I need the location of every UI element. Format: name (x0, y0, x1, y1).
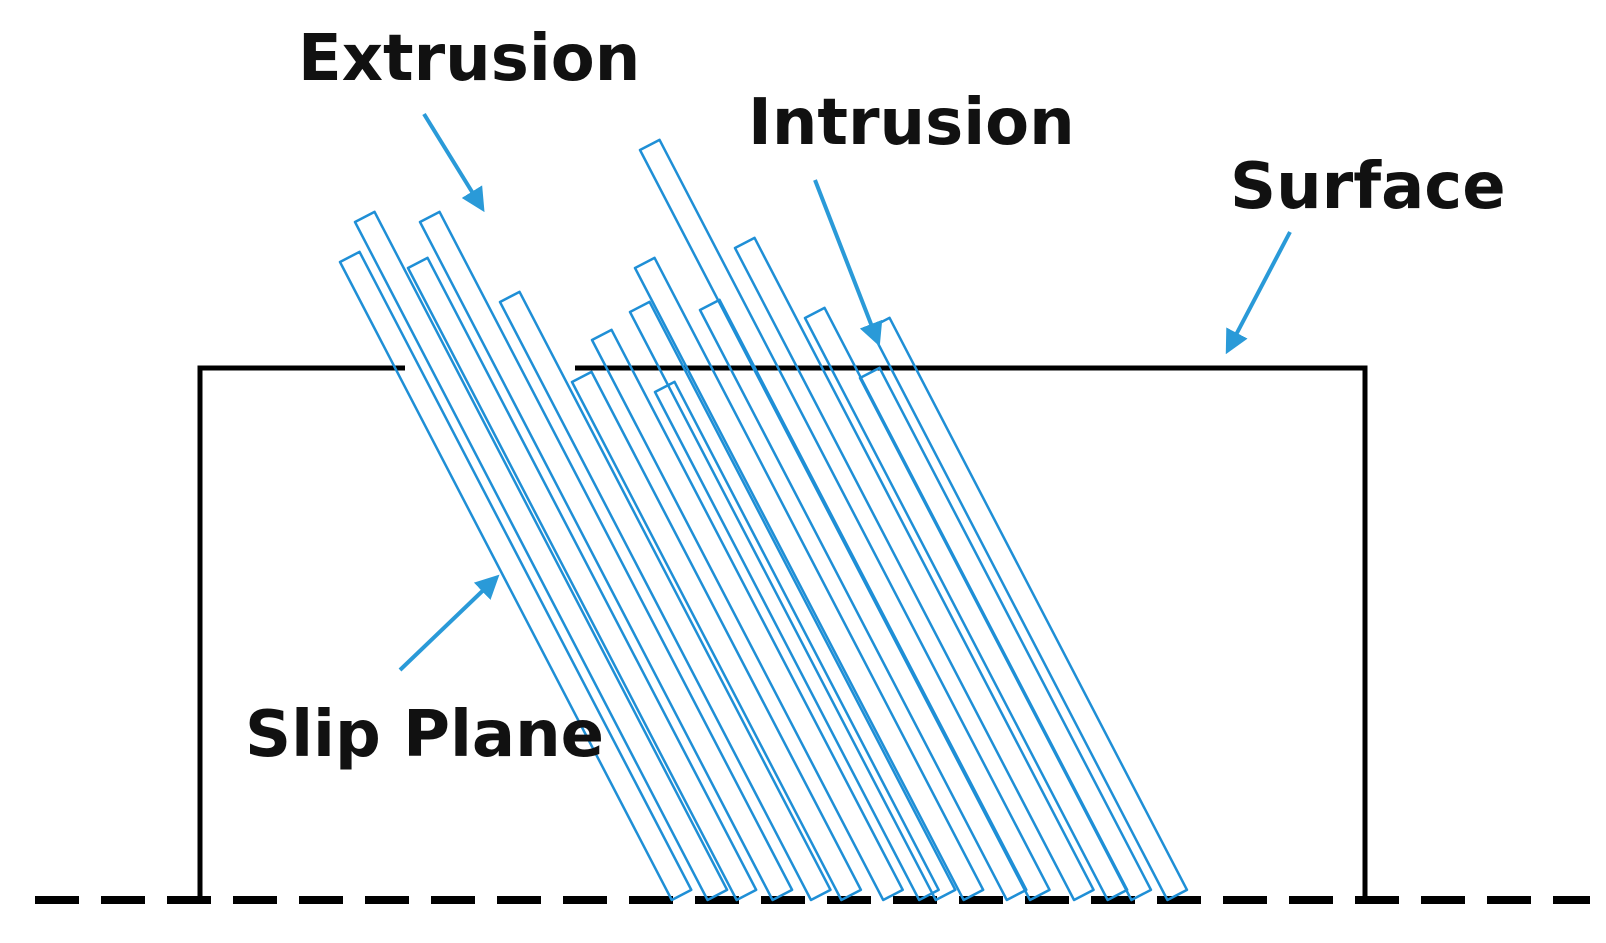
extrusion-arrow (422, 112, 485, 213)
slip-band-strip (628, 300, 957, 902)
slip-band-strip (418, 210, 794, 902)
specimen-outline (197, 365, 1368, 900)
surface-arrow (1225, 231, 1292, 355)
slip-band-strip (338, 250, 693, 902)
slip-band-strip (353, 210, 729, 902)
slip-band-strip (868, 316, 1189, 902)
surface-label: Surface (1230, 150, 1506, 224)
slip-plane-arrow (398, 574, 500, 672)
intrusion-label: Intrusion (748, 86, 1075, 160)
slip-band-strip (570, 370, 863, 902)
slip-band-strip (590, 328, 904, 902)
slip-band-strip (733, 236, 1095, 902)
slip-band-strip (406, 256, 758, 902)
slip-band-strip (858, 366, 1153, 902)
slip-band-strip (653, 380, 940, 902)
slip-bands (338, 138, 1189, 902)
slip-band-strip (698, 298, 1028, 902)
intrusion-arrow (813, 179, 883, 347)
slip-band-strip (633, 256, 985, 902)
slip-band-strip (498, 290, 832, 902)
extrusion-label: Extrusion (298, 22, 640, 96)
slip-band-strip (638, 138, 1051, 902)
slip-plane-label: Slip Plane (245, 698, 604, 772)
